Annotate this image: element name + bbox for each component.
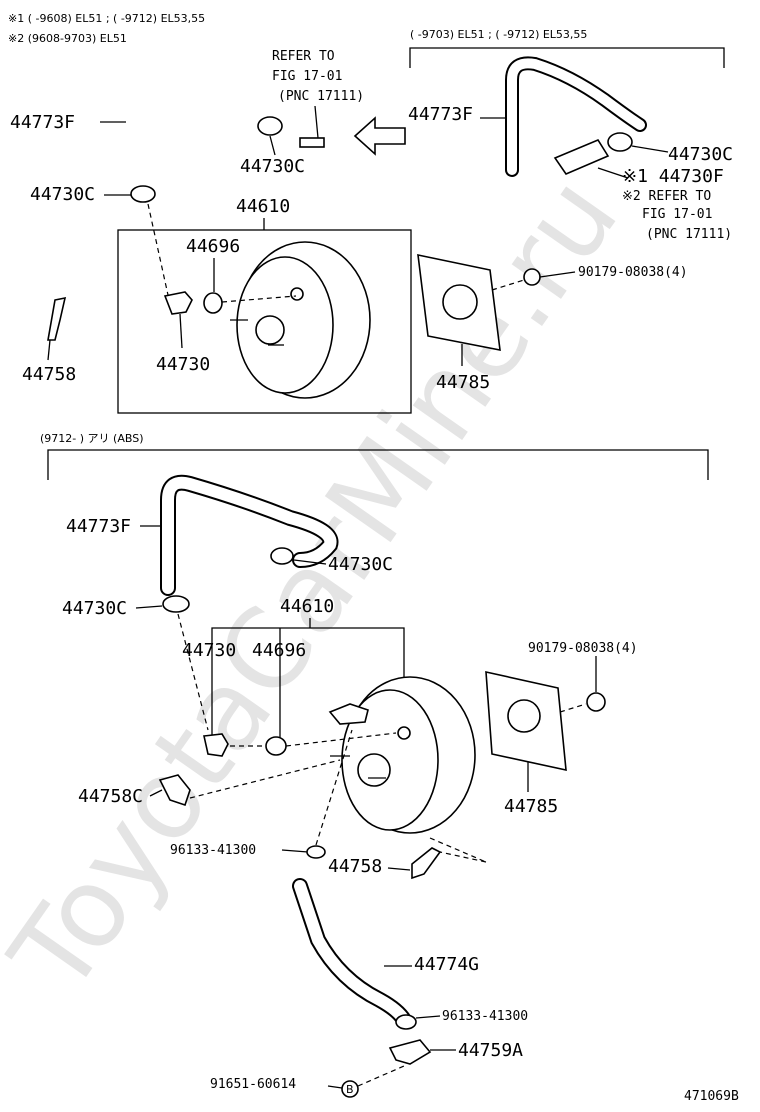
clamp-icon [257,116,283,136]
nut-icon-bottom [586,692,606,712]
label-nut-90179-top: 90179-08038(4) [578,265,688,280]
label-booster-44610-bottom: 44610 [280,596,334,617]
booster-port-icon [328,703,369,725]
clip-icon-b [395,1014,417,1030]
note-top-right: ( -9703) EL51 ; ( -9712) EL53,55 [410,28,587,41]
label-hose-44773f-top: 44773F [10,112,75,133]
refer-left-1: REFER TO [272,49,335,64]
top-right-bracket [409,47,725,68]
label-hose-44773f-top-right: 44773F [408,104,473,125]
clip-icon [306,845,326,859]
diagram-id: 471069B [684,1089,739,1104]
label-bolt-91651: 91651-60614 [210,1077,296,1092]
refer-left-3: (PNC 17111) [278,89,364,104]
label-pipe-44730f: ※1 44730F [622,166,724,187]
label-nut-90179-bottom: 90179-08038(4) [528,641,638,656]
booster-front-icon-bottom [341,689,439,831]
check-valve-icon-bottom [203,733,229,757]
bracket-c-icon [158,774,191,807]
label-booster-44610: 44610 [236,196,290,217]
label-gasket-44785-bottom: 44785 [504,796,558,817]
label-hose-44773f-bottom: 44773F [66,516,131,537]
label-gasket-44785: 44785 [436,372,490,393]
booster-center-icon [255,315,285,345]
clamp-icon [130,185,156,203]
bottom-bracket [47,449,709,480]
nut-icon [523,268,541,286]
label-grommet-44696-bottom: 44696 [252,640,306,661]
label-clamp-44730c-left: 44730C [62,598,127,619]
hose-44773f-top-right [507,58,645,175]
grommet-icon-bottom [265,736,287,756]
label-check-valve-44730-bottom: 44730 [182,640,236,661]
clamp-icon [270,547,294,565]
label-check-valve-44730: 44730 [156,354,210,375]
grommet-icon [203,292,223,314]
label-pipe-44759a: 44759A [458,1040,523,1061]
note-top-left-2: ※2 (9608-9703) EL51 [8,32,127,45]
arrow-left-icon [353,116,406,156]
label-clamp-44730c-right: 44730C [668,144,733,165]
label-bracket-44758-bottom: 44758 [328,856,382,877]
label-clamp-44730c-a: 44730C [240,156,305,177]
booster-front-icon [236,256,334,394]
bracket-icon-bottom [411,847,442,880]
label-bracket-44758: 44758 [22,364,76,385]
label-grommet-44696: 44696 [186,236,240,257]
refer-right-3: (PNC 17111) [646,227,732,242]
label-bolt-ref: B [346,1083,354,1096]
pipe-icon [553,138,610,175]
label-hose-44774g: 44774G [414,954,479,975]
refer-left-2: FIG 17-01 [272,69,342,84]
bracket-icon [47,296,67,341]
label-clamp-44730c-upper: 44730C [328,554,393,575]
hose-44773f-bottom [162,476,337,594]
label-bracket-44758c: 44758C [78,786,143,807]
bolt-ref-circle [341,1080,359,1098]
pipe-44759a-icon [388,1039,432,1065]
clamp-icon [162,595,190,613]
label-clip-96133-a: 96133-41300 [170,843,256,858]
clamp-icon [607,132,633,152]
note-top-left-1: ※1 ( -9608) EL51 ; ( -9712) EL53,55 [8,12,205,25]
pipe-fitting-icon [299,137,325,148]
refer-right-1: ※2 REFER TO [622,189,711,204]
check-valve-icon [163,291,193,315]
label-clip-96133-b: 96133-41300 [442,1009,528,1024]
hose-44774g [294,880,410,1026]
refer-right-2: FIG 17-01 [642,207,712,222]
label-clamp-44730c-b: 44730C [30,184,95,205]
note-section-bottom: (9712- ) アリ (ABS) [40,432,143,445]
